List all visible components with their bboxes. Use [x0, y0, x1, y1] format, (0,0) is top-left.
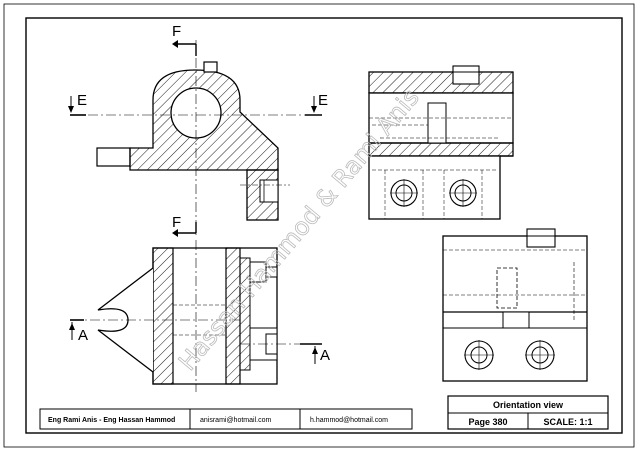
cutting-plane-a [69, 319, 322, 364]
outer-border [3, 3, 635, 448]
view-bottom-right [442, 228, 588, 382]
section-view-f [72, 240, 320, 392]
page-number: Page 380 [468, 417, 507, 427]
section-view-e [70, 40, 320, 236]
label-a-right: A [320, 347, 330, 364]
email-2: h.hammod@hotmail.com [310, 417, 388, 424]
authors-text: Eng Rami Anis - Eng Hassan Hammod [48, 417, 175, 424]
inner-border [25, 17, 623, 434]
title-block [39, 395, 609, 430]
scale-text: SCALE: 1:1 [543, 417, 592, 427]
drawing-title: Orientation view [493, 400, 564, 410]
label-f-bottom: F [172, 214, 181, 231]
cutting-plane-f [172, 40, 197, 237]
email-1: anisrami@hotmail.com [200, 417, 271, 424]
cutting-plane-e [68, 96, 322, 116]
label-a-left: A [78, 327, 88, 344]
section-view-top-right [368, 65, 514, 220]
label-e-left: E [77, 92, 87, 109]
label-f-top: F [172, 23, 181, 40]
label-e-right: E [318, 92, 328, 109]
